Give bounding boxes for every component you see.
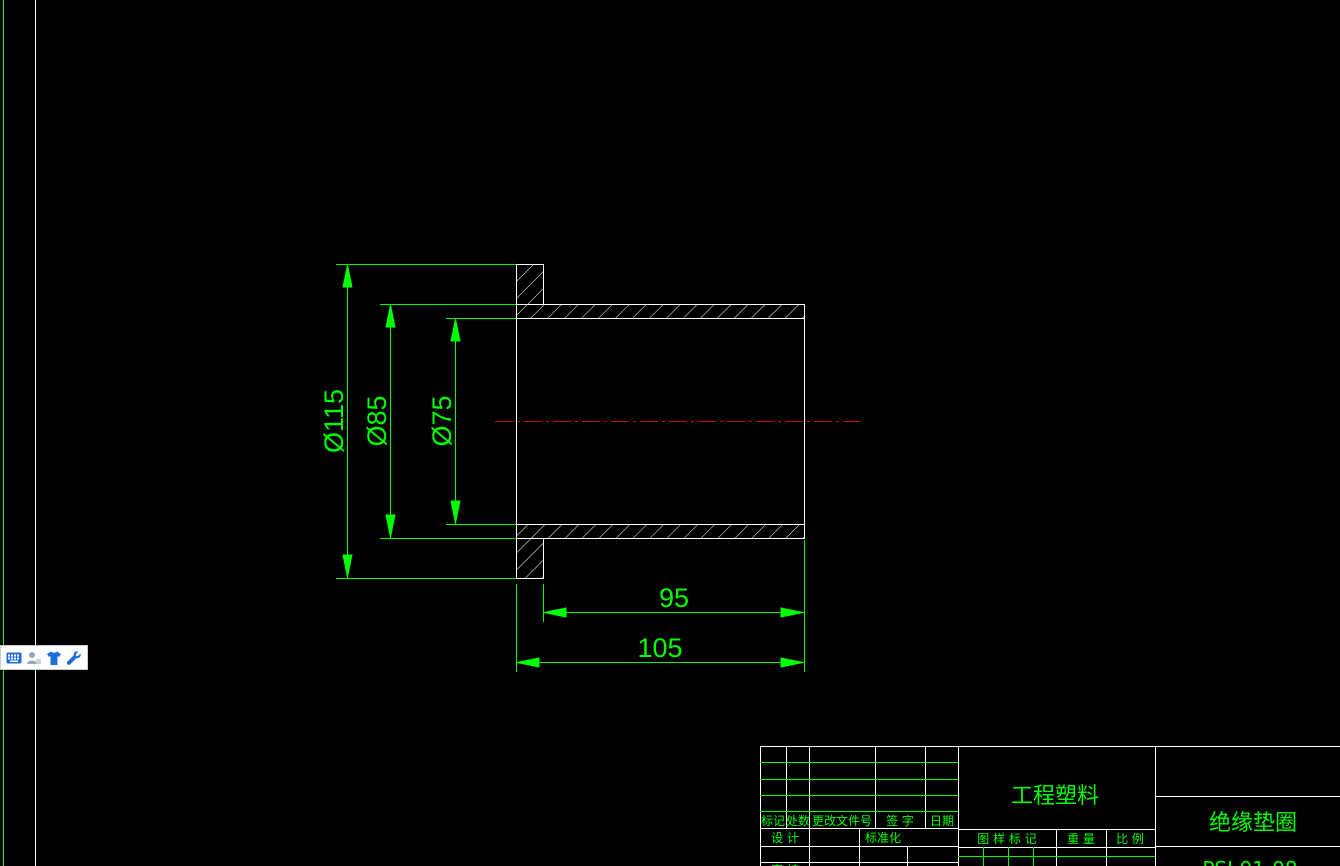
dimension-outer-flange: [336, 264, 516, 579]
dim-text-inner: Ø75: [427, 395, 457, 446]
keyboard-icon[interactable]: [5, 649, 23, 667]
dimension-tube-length: [543, 540, 805, 672]
rev-header-signature: 签 字: [886, 813, 914, 828]
rev-header-count: 处数: [786, 813, 810, 828]
review-label: 审 核: [771, 862, 799, 866]
drawing-number-text: PSJ-01-08: [1202, 857, 1297, 866]
part-name-text: 绝缘垫圈: [1209, 811, 1297, 836]
dimension-outer: [380, 304, 516, 539]
design-label: 设 计: [771, 831, 799, 845]
info-header-weight: 重 量: [1067, 832, 1095, 846]
ime-toolbar: [0, 645, 88, 670]
part-outline: [516, 264, 805, 579]
flange-top-hatch: [516, 264, 543, 304]
dim-text-tube-length: 95: [659, 583, 689, 613]
standardization-label: 标准化: [865, 831, 901, 845]
rev-header-change-doc: 更改文件号: [812, 813, 872, 828]
title-block: 标记 处数 更改文件号 签 字 日期 设 计 标准化 审 核 工程塑料 绝缘垫圈…: [760, 746, 1340, 866]
wall-top-hatch: [516, 304, 804, 318]
part-section: [516, 264, 805, 579]
user-icon[interactable]: [25, 649, 43, 667]
dimension-total-length: [516, 584, 804, 672]
flange-bottom-hatch: [516, 538, 543, 578]
shirt-icon[interactable]: [45, 649, 63, 667]
dim-text-total-length: 105: [637, 633, 682, 663]
rev-header-mark: 标记: [761, 814, 785, 828]
material-text: 工程塑料: [1011, 784, 1099, 809]
info-header-drawing-mark: 图 样 标 记: [977, 831, 1036, 846]
wall-bottom-hatch: [516, 524, 804, 538]
dim-text-outer-flange: Ø115: [319, 389, 349, 453]
info-header-scale: 比 例: [1116, 832, 1144, 846]
dimension-inner: [446, 318, 516, 525]
rev-header-date: 日期: [930, 814, 954, 828]
wrench-icon[interactable]: [65, 649, 83, 667]
dim-text-outer: Ø85: [362, 395, 392, 446]
